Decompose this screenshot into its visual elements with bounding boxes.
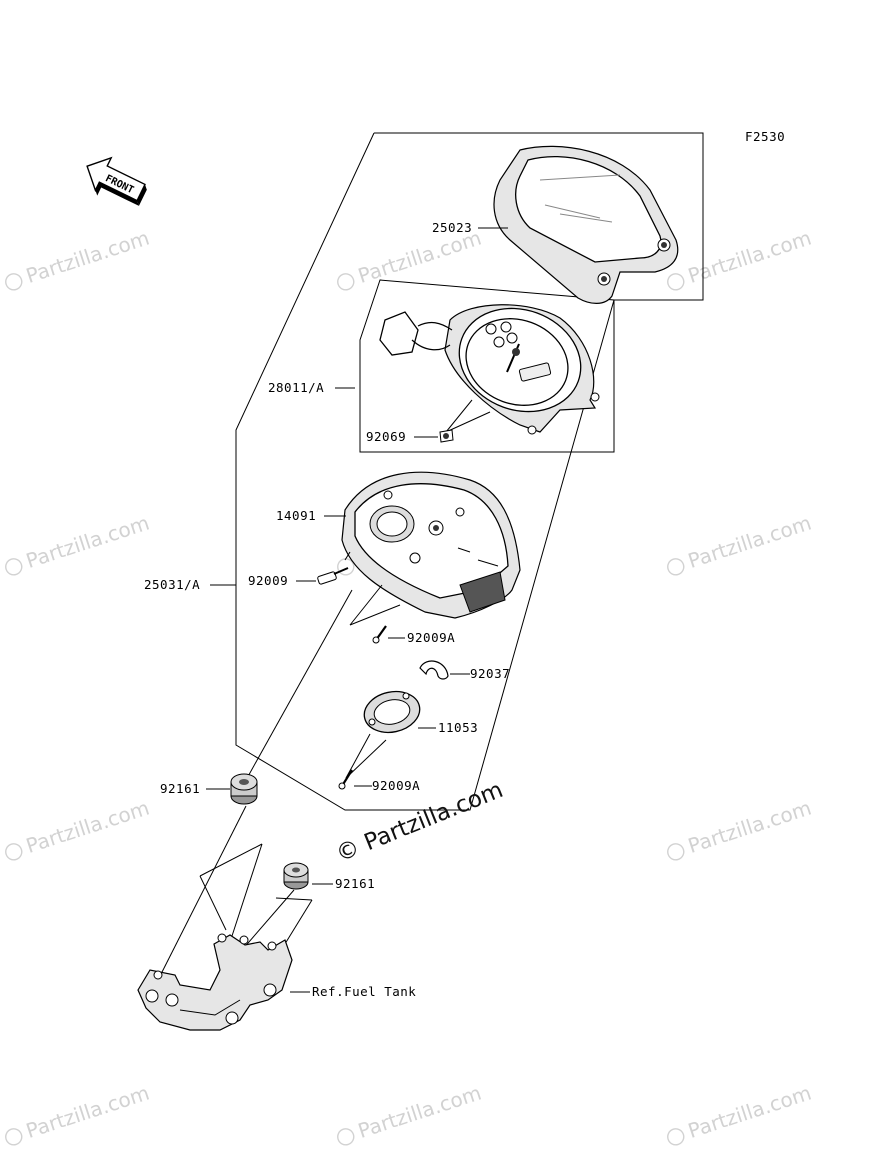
watermark-text: Partzilla.com	[23, 1081, 152, 1143]
damper-92161-right	[283, 862, 309, 890]
callout-25023: 25023	[432, 220, 472, 235]
watermark-text: Partzilla.com	[685, 226, 814, 288]
watermark-text: Partzilla.com	[23, 226, 152, 288]
clamp-92037	[419, 660, 449, 680]
watermark-text: Partzilla.com	[23, 796, 152, 858]
watermark-text: Partzilla.com	[685, 796, 814, 858]
callout-92037: 92037	[470, 666, 510, 681]
screw-92009a-upper	[349, 584, 401, 644]
watermark-text: Partzilla.com	[685, 1081, 814, 1143]
assembly-group-outline	[235, 132, 704, 811]
callout-14091: 14091	[276, 508, 316, 523]
callout-92161-right: 92161	[335, 876, 375, 891]
watermark-text: Partzilla.com	[355, 1081, 484, 1143]
meter-case-part	[341, 471, 521, 619]
watermark-grid: Partzilla.com Partzilla.com Partzilla.co…	[5, 226, 814, 1146]
callout-ref-fuel-tank: Ref.Fuel Tank	[312, 984, 416, 999]
meter-cover-part	[493, 145, 679, 304]
screw-92069	[439, 399, 491, 443]
callout-92009a-lower: 92009A	[372, 778, 420, 793]
meter-assy-box	[359, 279, 615, 453]
screw-92009a-lower	[338, 733, 387, 790]
fuel-tank-bracket	[137, 805, 313, 1031]
callout-25031a: 25031/A	[144, 577, 200, 592]
watermark-text: Partzilla.com	[23, 511, 152, 573]
callout-11053: 11053	[438, 720, 478, 735]
callout-92009: 92009	[248, 573, 288, 588]
callout-92009a-upper: 92009A	[407, 630, 455, 645]
screw-92009	[317, 567, 349, 585]
meter-assembly-part	[379, 304, 600, 435]
damper-92161-left	[230, 773, 258, 805]
callout-28011a: 28011/A	[268, 380, 324, 395]
callout-92069: 92069	[366, 429, 406, 444]
watermark-text: Partzilla.com	[685, 511, 814, 573]
bracket-ring-11053	[363, 690, 421, 734]
front-arrow-icon: FRONT	[86, 156, 147, 206]
figure-code: F2530	[745, 129, 785, 144]
callout-92161-left: 92161	[160, 781, 200, 796]
